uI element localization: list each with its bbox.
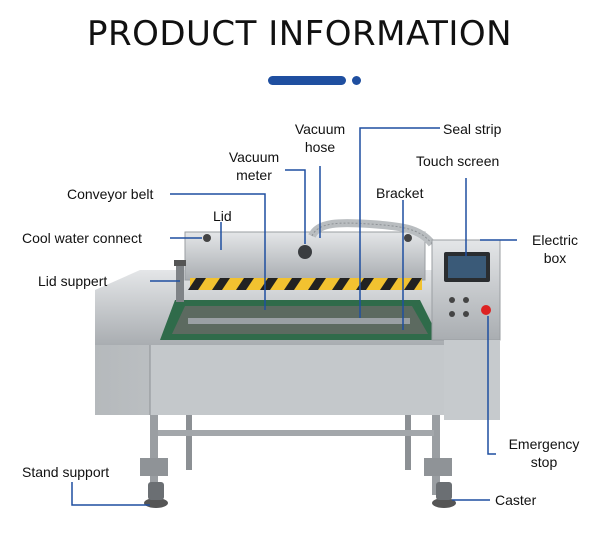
stand-frame [140, 400, 452, 495]
label-seal-strip: Seal strip [443, 121, 502, 137]
label-electric-box-line2: box [543, 250, 567, 266]
title-underline-dot [352, 76, 361, 85]
caster-wheels [144, 482, 456, 508]
label-vacuum-meter: Vacuum meter [216, 148, 292, 184]
label-emergency-stop: Emergency stop [496, 435, 592, 471]
label-vacuum-meter-line2: meter [236, 167, 272, 183]
label-emergency-stop-line1: Emergency [508, 436, 580, 452]
label-emergency-stop-line2: stop [530, 454, 558, 470]
label-caster: Caster [495, 492, 537, 508]
label-cool-water-connect: Cool water connect [22, 230, 142, 246]
label-lid: Lid [213, 208, 232, 224]
label-vacuum-hose-line2: hose [304, 139, 336, 155]
page-title: PRODUCT INFORMATION [86, 14, 513, 54]
label-vacuum-meter-line1: Vacuum [228, 149, 280, 165]
label-electric-box-line1: Electric [532, 232, 578, 248]
vacuum-meter-gauge [298, 245, 312, 259]
label-bracket: Bracket [376, 185, 424, 201]
label-lid-support: Lid suppert [38, 273, 108, 289]
leader-lines [71, 127, 517, 506]
label-electric-box: Electric box [522, 231, 588, 267]
label-stand-support: Stand support [22, 464, 110, 480]
emergency-stop-button [481, 305, 491, 315]
touch-screen-display [448, 256, 486, 278]
title-underline-bar [268, 76, 346, 85]
label-touch-screen: Touch screen [416, 153, 500, 169]
label-vacuum-hose: Vacuum hose [282, 120, 358, 156]
label-vacuum-hose-line1: Vacuum [294, 121, 346, 137]
label-conveyor-belt: Conveyor belt [67, 186, 154, 202]
